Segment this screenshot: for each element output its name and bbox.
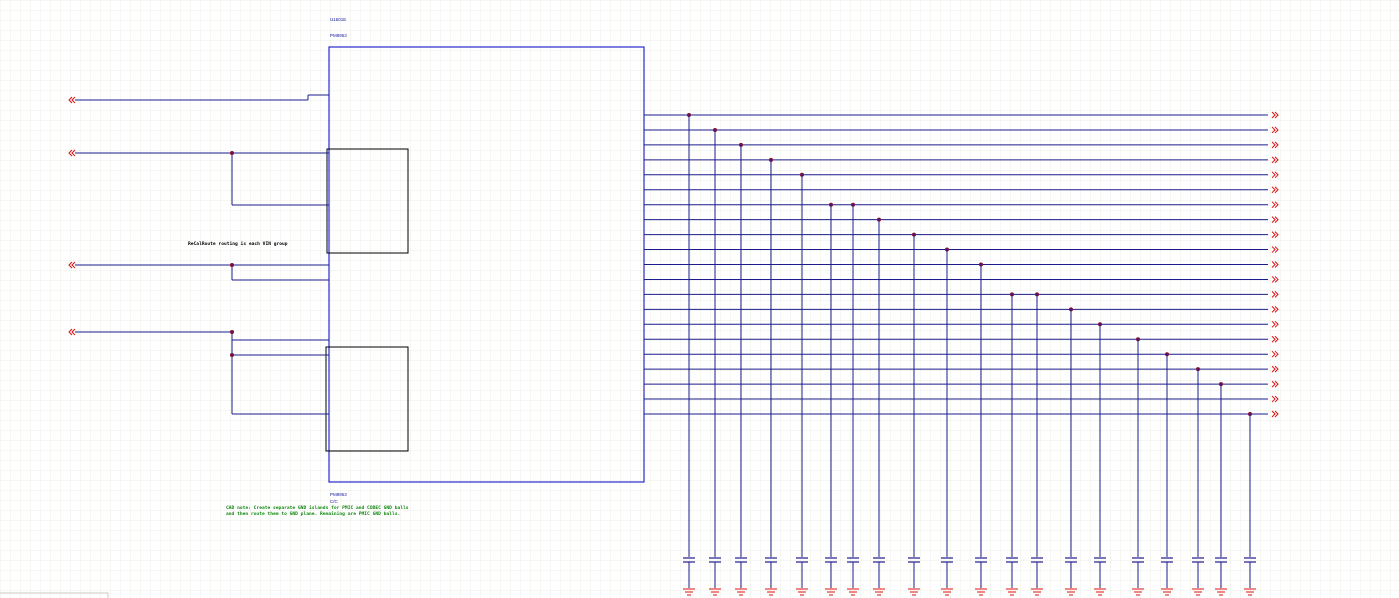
sub-block-upper[interactable] — [326, 148, 409, 254]
input-port-arrow[interactable] — [68, 328, 76, 336]
ground-symbol[interactable] — [1132, 588, 1144, 596]
left-input-group — [68, 94, 329, 415]
output-port-arrow[interactable] — [1271, 156, 1279, 164]
output-port-arrow[interactable] — [1271, 216, 1279, 224]
sheet-border-corner — [0, 592, 109, 598]
junction-dot[interactable] — [230, 330, 234, 334]
ground-symbol[interactable] — [825, 588, 837, 596]
output-group — [644, 111, 1279, 418]
input-port-arrow[interactable] — [68, 96, 76, 104]
junction-dot[interactable] — [230, 353, 234, 357]
ground-symbol[interactable] — [873, 588, 885, 596]
output-port-arrow[interactable] — [1271, 276, 1279, 283]
component-footer-sub: C/C — [330, 499, 339, 504]
output-port-arrow[interactable] — [1271, 186, 1279, 194]
sub-block-lower[interactable] — [325, 346, 409, 452]
ground-symbol[interactable] — [975, 588, 987, 596]
routing-note: ReCalRoute routing is each VIN group — [188, 241, 288, 247]
ground-symbol[interactable] — [683, 588, 695, 596]
ground-symbol[interactable] — [1192, 588, 1204, 596]
output-port-arrow[interactable] — [1271, 291, 1279, 298]
ground-symbol[interactable] — [765, 588, 777, 596]
junction-dot[interactable] — [230, 151, 234, 155]
output-port-arrow[interactable] — [1271, 380, 1279, 388]
ground-symbol[interactable] — [709, 588, 721, 596]
output-port-arrow[interactable] — [1271, 395, 1279, 403]
component-ref: U1601E — [330, 17, 346, 22]
output-port-arrow[interactable] — [1271, 201, 1279, 209]
output-port-arrow[interactable] — [1271, 410, 1279, 418]
ground-symbol[interactable] — [1161, 588, 1173, 596]
output-port-arrow[interactable] — [1271, 335, 1279, 343]
ground-symbol[interactable] — [1065, 588, 1077, 596]
ground-symbol[interactable] — [1215, 588, 1227, 596]
output-port-arrow[interactable] — [1271, 365, 1279, 373]
output-port-arrow[interactable] — [1271, 231, 1279, 238]
cad-note-line-2: and then route them to GND plane. Remain… — [226, 511, 400, 517]
ground-symbol[interactable] — [1094, 588, 1106, 596]
junction-dot[interactable] — [230, 263, 234, 267]
output-port-arrow[interactable] — [1271, 350, 1279, 358]
ground-symbol[interactable] — [1031, 588, 1043, 596]
capacitor-group — [683, 113, 1256, 596]
ground-symbol[interactable] — [735, 588, 747, 596]
output-port-arrow[interactable] — [1271, 246, 1279, 253]
ground-symbol[interactable] — [847, 588, 859, 596]
output-port-arrow[interactable] — [1271, 261, 1279, 268]
component-part: PM8953 — [330, 33, 347, 38]
cad-note-line-1: CAD note: Create separate GND islands fo… — [226, 505, 409, 511]
component-footer-part: PM8953 — [330, 492, 347, 497]
output-port-arrow[interactable] — [1271, 171, 1279, 179]
ground-symbol[interactable] — [908, 588, 920, 596]
output-port-arrow[interactable] — [1271, 111, 1279, 119]
ground-symbol[interactable] — [941, 588, 953, 596]
ground-symbol[interactable] — [796, 588, 808, 596]
input-port-arrow[interactable] — [68, 261, 76, 269]
output-port-arrow[interactable] — [1271, 320, 1279, 328]
ground-symbol[interactable] — [1006, 588, 1018, 596]
input-port-arrow[interactable] — [68, 149, 76, 157]
output-port-arrow[interactable] — [1271, 305, 1279, 313]
output-port-arrow[interactable] — [1271, 141, 1279, 149]
output-port-arrow[interactable] — [1271, 126, 1279, 134]
ground-symbol[interactable] — [1244, 588, 1256, 596]
